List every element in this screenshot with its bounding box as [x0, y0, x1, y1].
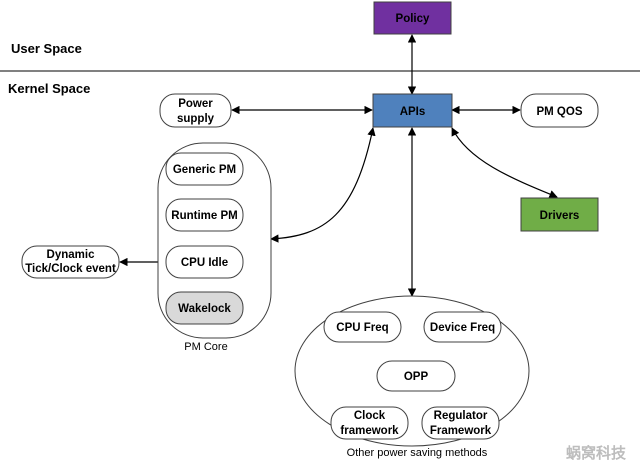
- policy-label: Policy: [396, 13, 430, 25]
- kernel-space-label: Kernel Space: [8, 81, 90, 96]
- dynamic-tick-line2: Tick/Clock event: [25, 263, 116, 275]
- opp-label: OPP: [404, 371, 429, 383]
- opp-box: [376, 360, 456, 392]
- apis-drivers-arrow: [451, 127, 558, 199]
- drivers-node: Drivers: [520, 197, 599, 232]
- power-supply-node: Power supply: [159, 93, 232, 128]
- drivers-label: Drivers: [540, 210, 580, 222]
- cpu-idle-box: [165, 245, 244, 279]
- pm-core-group: PM Core Generic PM Runtime PM CPU Idle W…: [157, 142, 272, 353]
- user-space-label: User Space: [11, 41, 82, 56]
- cpu-freq-box: [323, 311, 402, 343]
- dynamic-tick-node: Dynamic Tick/Clock event: [21, 245, 120, 279]
- pm-core-caption: PM Core: [184, 341, 227, 353]
- device-freq-label: Device Freq: [430, 322, 495, 334]
- policy-node: Policy: [373, 1, 452, 35]
- wakelock-label: Wakelock: [178, 303, 231, 315]
- clock-framework-line2: framework: [340, 425, 399, 437]
- watermark: 蜗窝科技: [566, 444, 627, 462]
- clock-framework-box: [330, 406, 409, 440]
- runtime-pm-box: [165, 198, 244, 232]
- power-supply-line2: supply: [177, 113, 215, 125]
- pm-qos-label: PM QOS: [536, 106, 582, 118]
- other-methods-group: Other power saving methods CPU Freq Devi…: [294, 295, 530, 459]
- generic-pm-box: [165, 152, 244, 186]
- apis-label: APIs: [400, 106, 426, 118]
- device-freq-box: [423, 311, 502, 343]
- other-methods-caption: Other power saving methods: [347, 447, 488, 459]
- dynamic-tick-line1: Dynamic: [47, 249, 96, 261]
- regulator-framework-line2: Framework: [430, 425, 492, 437]
- regulator-framework-box: [421, 406, 500, 440]
- connectors: [119, 34, 558, 297]
- regulator-framework-line1: Regulator: [434, 410, 488, 422]
- cpu-freq-label: CPU Freq: [336, 322, 388, 334]
- cpu-idle-label: CPU Idle: [181, 257, 228, 269]
- runtime-pm-label: Runtime PM: [171, 210, 237, 222]
- generic-pm-label: Generic PM: [173, 164, 236, 176]
- clock-framework-line1: Clock: [354, 410, 386, 422]
- apis-node: APIs: [372, 93, 453, 128]
- power-supply-line1: Power: [178, 98, 213, 110]
- apis-pmcore-arrow: [270, 127, 376, 243]
- wakelock-box: [165, 291, 244, 325]
- pm-qos-node: PM QOS: [520, 93, 599, 128]
